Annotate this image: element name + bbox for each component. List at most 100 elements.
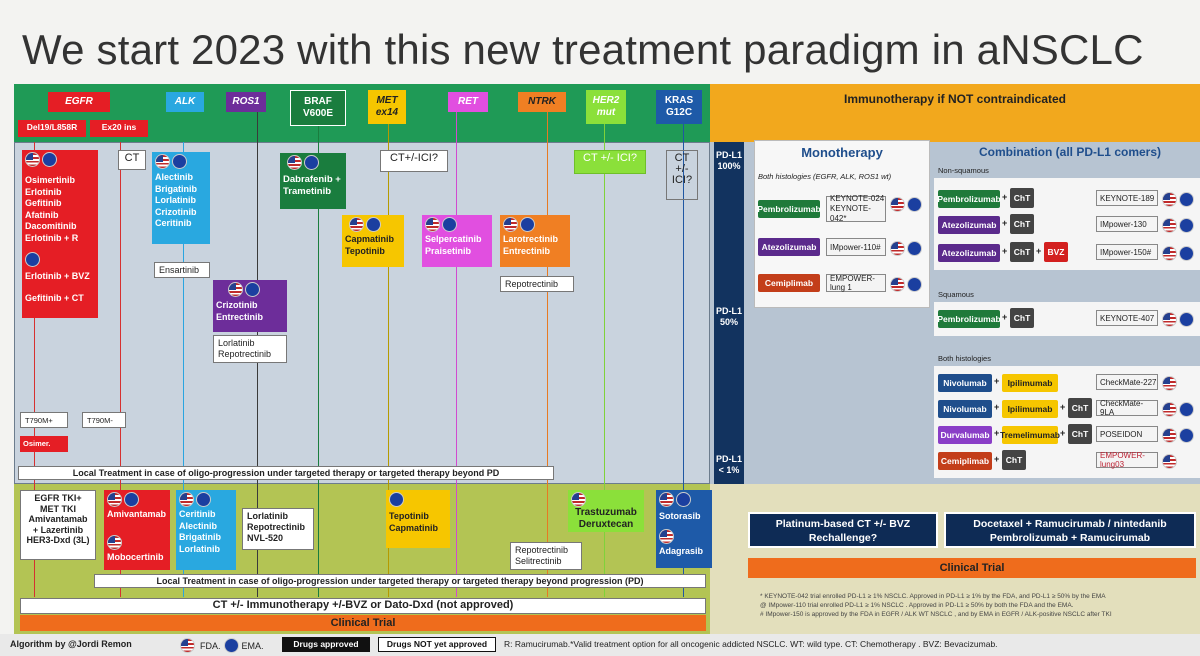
- combo-cemiplimab: Cemiplimab: [938, 452, 992, 470]
- alk-drugs: Alectinib Brigatinib Lorlatinib Crizotin…: [155, 172, 197, 228]
- ema-flag-icon: [907, 277, 922, 293]
- target-her2: HER2 mut: [586, 90, 626, 124]
- ema-flag-icon: [1179, 312, 1194, 328]
- adagrasib: Adagrasib: [659, 545, 704, 556]
- amivantamab: Amivantamab: [107, 509, 167, 519]
- met-second-line-drugs: Tepotinib Capmatinib: [389, 511, 439, 533]
- ex20-second-line-box: Amivantamab Mobocertinib: [104, 490, 170, 570]
- fda-flag-icon: [1162, 402, 1177, 418]
- target-kras: KRAS G12C: [656, 90, 702, 124]
- combo-atezolizumab-bvz: Atezolizumab: [938, 244, 1000, 262]
- author-credit: Algorithm by @Jordi Remon: [10, 639, 132, 649]
- combo-cht: ChT: [1068, 398, 1092, 418]
- non-squamous-label: Non-squamous: [938, 166, 989, 175]
- immunotherapy-header-band: [710, 84, 1200, 142]
- fda-flag-icon: [890, 197, 905, 213]
- combo-pembrolizumab-ref: KEYNOTE-189: [1096, 190, 1158, 206]
- docetaxel-box: Docetaxel + Ramucirumab / nintedanib Pem…: [944, 512, 1196, 548]
- egfr-first-line-box: Osimertinib Erlotinib Gefitinib Afatinib…: [22, 150, 98, 318]
- fda-flag-icon: [425, 217, 440, 232]
- clinical-trial-bar: Clinical Trial: [20, 615, 706, 631]
- monotherapy-title: Monotherapy: [801, 145, 883, 160]
- her2-second-line-box: Trastuzumab Deruxtecan: [568, 490, 644, 532]
- squamous-label: Squamous: [938, 290, 974, 299]
- braf-line: [318, 112, 319, 597]
- ntrk-drugs: Larotrectinib Entrectinib: [503, 234, 559, 256]
- ema-flag-icon: [245, 282, 260, 297]
- her2-line: [604, 112, 605, 597]
- ret-line: [456, 112, 457, 597]
- combo-pembrolizumab: Pembrolizumab: [937, 190, 1001, 208]
- target-ros1: ROS1: [226, 92, 266, 112]
- abbreviations: R: Ramucirumab.*Valid treatment option f…: [504, 639, 998, 649]
- combo-sq-pembrolizumab: Pembrolizumab: [937, 310, 1001, 328]
- pdl1-low-label: PD-L1 < 1%: [715, 454, 742, 475]
- legend-not-approved: Drugs NOT yet approved: [378, 637, 496, 652]
- ema-flag-icon: [196, 492, 211, 507]
- mono-cemiplimab: Cemiplimab: [758, 274, 820, 292]
- combo-ipilimumab-cht: Ipilimumab: [1002, 400, 1058, 418]
- combo-nivolumab-cht-ref: CheckMate-9LA: [1096, 399, 1158, 417]
- combo-cht: ChT: [1002, 450, 1026, 470]
- target-braf: BRAF V600E: [290, 90, 346, 126]
- mono-cemiplimab-ref: EMPOWER-lung 1: [826, 274, 886, 292]
- pdl1-scale: [714, 142, 744, 484]
- local-treatment-second-line: Local Treatment in case of oligo-progres…: [94, 574, 706, 588]
- kras-second-line-box: Sotorasib Adagrasib: [656, 490, 712, 568]
- combo-nivolumab-ref: CheckMate-227: [1096, 374, 1158, 390]
- mono-pembrolizumab-ref: KEYNOTE-024 KEYNOTE-042*: [826, 194, 886, 223]
- met-second-line-box: Tepotinib Capmatinib: [386, 490, 450, 548]
- combo-durvalumab-ref: POSEIDON: [1096, 426, 1158, 442]
- ros1-first-line-box: Crizotinib Entrectinib: [213, 280, 287, 332]
- combination-title: Combination (all PD-L1 comers): [978, 145, 1162, 159]
- ema-legend-label: EMA.: [241, 640, 264, 651]
- ema-flag-icon: [124, 492, 139, 507]
- kras-ct-ici-box: CT +/- ICI?: [666, 150, 698, 200]
- mobocertinib: Mobocertinib: [107, 551, 164, 562]
- combo-cht: ChT: [1068, 424, 1092, 444]
- t790m-negative-box: T790M-: [82, 412, 126, 428]
- ema-flag-icon: [25, 252, 40, 267]
- ema-flag-icon: [389, 492, 404, 507]
- braf-first-line-box: Dabrafenib + Trametinib: [280, 153, 346, 209]
- page-title: We start 2023 with this new treatment pa…: [22, 26, 1144, 73]
- ntrk-line: [547, 112, 548, 597]
- t790m-positive-box: T790M+: [20, 412, 68, 428]
- fda-flag-icon: [179, 492, 194, 507]
- fda-flag-icon: [107, 534, 122, 550]
- fda-flag-icon: [349, 217, 364, 232]
- ema-flag-icon: [172, 154, 187, 169]
- osimertinib-box: Osimer.: [20, 436, 68, 452]
- ema-legend-icon: [223, 638, 239, 653]
- fda-flag-icon: [1162, 246, 1177, 262]
- target-met: MET ex14: [368, 90, 406, 124]
- fda-flag-icon: [107, 492, 122, 507]
- first-line-panel: [14, 142, 710, 484]
- alk-second-line-box: Ceritinib Alectinib Brigatinib Lorlatini…: [176, 490, 236, 570]
- mono-both-histologies-note: Both histologies (EGFR, ALK, ROS1 wt): [758, 172, 892, 181]
- egfr-gef-ct: Gefitinib + CT: [25, 292, 84, 303]
- fda-legend-label: FDA.: [200, 640, 221, 651]
- target-egfr-ex20: Ex20 ins: [90, 120, 148, 137]
- ema-flag-icon: [42, 152, 57, 167]
- egfr-line: [34, 142, 35, 597]
- ros1-drugs: Crizotinib Entrectinib: [216, 300, 264, 322]
- io-clinical-trial-bar: Clinical Trial: [748, 558, 1196, 578]
- ema-flag-icon: [1179, 192, 1194, 208]
- egfr-bvz: Erlotinib + BVZ: [25, 271, 90, 281]
- ema-flag-icon: [907, 197, 922, 213]
- ema-flag-icon: [907, 241, 922, 257]
- fda-flag-icon: [1162, 218, 1177, 234]
- combo-atezolizumab-ref: IMpower-130: [1096, 216, 1158, 232]
- fda-flag-icon: [890, 277, 905, 293]
- combo-nivolumab: Nivolumab: [938, 374, 992, 392]
- combo-atezolizumab-bvz-ref: IMpower-150#: [1096, 244, 1158, 260]
- alk-first-line-box: Alectinib Brigatinib Lorlatinib Crizotin…: [152, 152, 210, 244]
- alk-second-line-drugs: Ceritinib Alectinib Brigatinib Lorlatini…: [179, 509, 221, 554]
- combo-cemiplimab-ref: EMPOWER-lung03: [1096, 451, 1158, 469]
- local-treatment-first-line: Local Treatment in case of oligo-progres…: [18, 466, 554, 480]
- ret-first-line-box: Selpercatinib Praisetinib: [422, 215, 492, 267]
- met-line: [388, 112, 389, 597]
- platinum-rechallenge-box: Platinum-based CT +/- BVZ Rechallenge?: [748, 512, 938, 548]
- combo-bvz: BVZ: [1044, 242, 1068, 262]
